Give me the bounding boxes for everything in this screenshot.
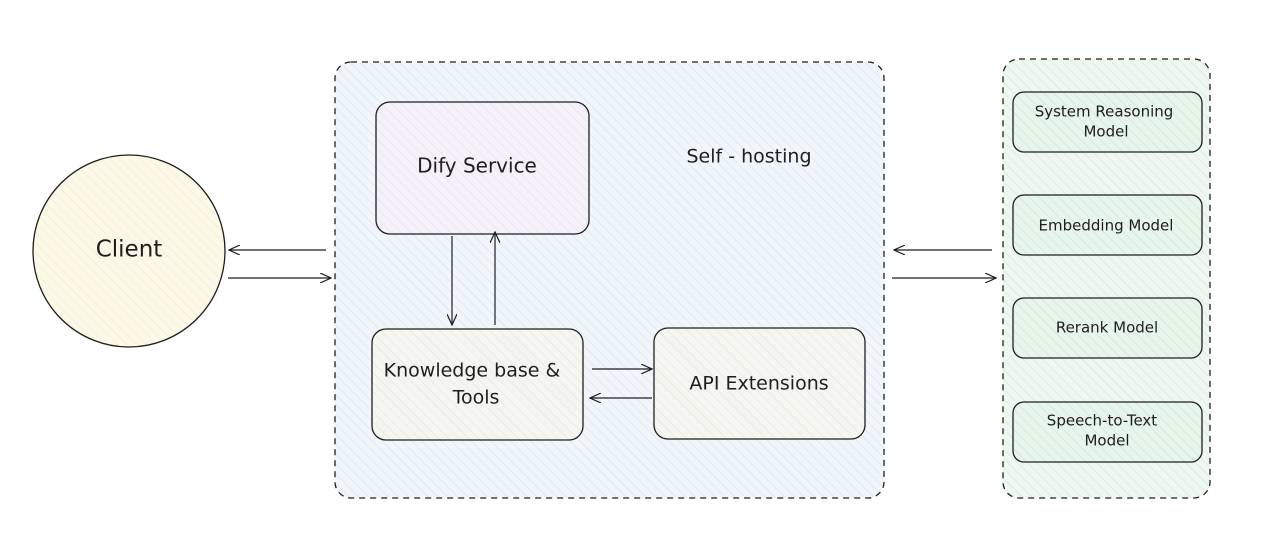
knowledge-base-label-line1: Knowledge base & bbox=[384, 360, 561, 382]
model-label-line2: Model bbox=[1084, 432, 1129, 450]
model-label-line1: Embedding Model bbox=[1039, 217, 1174, 235]
dify-knowledge-connectors bbox=[452, 232, 495, 325]
dify-service-node: Dify Service bbox=[375, 101, 590, 235]
api-extensions-box bbox=[653, 327, 866, 440]
knowledge-api-connectors bbox=[590, 369, 652, 398]
client-label: Client bbox=[96, 237, 163, 263]
client-connectors bbox=[228, 250, 331, 278]
model-box bbox=[1012, 297, 1203, 359]
model-rerank: Rerank Model bbox=[1012, 297, 1203, 359]
model-label-line1: Speech-to-Text bbox=[1047, 412, 1157, 430]
api-extensions-node: API Extensions bbox=[653, 327, 866, 440]
model-box bbox=[1012, 401, 1203, 463]
dify-service-box bbox=[375, 101, 590, 235]
model-system-reasoning: System Reasoning Model bbox=[1012, 91, 1203, 153]
model-box bbox=[1012, 91, 1203, 153]
self-hosting-title: Self - hosting bbox=[686, 146, 811, 168]
knowledge-base-node: Knowledge base & Tools bbox=[371, 328, 584, 441]
model-label-line1: Rerank Model bbox=[1056, 319, 1158, 337]
model-label-line2: Model bbox=[1083, 123, 1128, 141]
model-box bbox=[1012, 194, 1203, 256]
client-node: Client bbox=[32, 154, 226, 348]
models-border bbox=[1002, 58, 1211, 499]
dify-service-label: Dify Service bbox=[417, 154, 537, 178]
api-extensions-label: API Extensions bbox=[689, 373, 828, 395]
knowledge-base-box bbox=[371, 328, 584, 441]
knowledge-base-label-line2: Tools bbox=[452, 387, 500, 409]
model-label-line1: System Reasoning bbox=[1035, 103, 1174, 121]
models-connectors bbox=[892, 250, 996, 278]
model-embedding: Embedding Model bbox=[1012, 194, 1203, 256]
model-speech-to-text: Speech-to-Text Model bbox=[1012, 401, 1203, 463]
client-circle bbox=[32, 154, 226, 348]
models-container: System Reasoning Model Embedding Model R… bbox=[1002, 58, 1211, 499]
